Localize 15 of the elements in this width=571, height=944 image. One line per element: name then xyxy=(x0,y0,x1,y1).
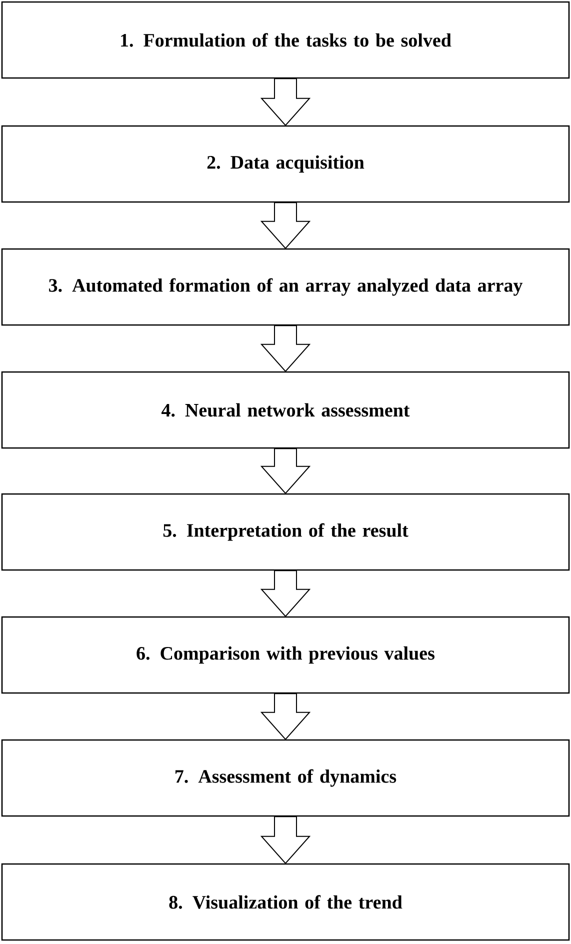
arrow xyxy=(260,78,311,126)
process-box: 4. Neural network assessment xyxy=(1,371,570,449)
arrow xyxy=(260,202,311,250)
arrow xyxy=(260,448,311,494)
arrow xyxy=(260,693,311,740)
arrow xyxy=(260,325,311,372)
process-box: 8. Visualization of the trend xyxy=(1,863,570,941)
process-box: 5. Interpretation of the result xyxy=(1,493,570,571)
arrow xyxy=(260,816,311,864)
arrow xyxy=(260,570,311,618)
process-box: 3. Automated formation of an array analyzed data array xyxy=(1,248,570,326)
process-box: 6. Comparison with previous values xyxy=(1,616,570,694)
process-box: 1. Formulation of the tasks to be solved xyxy=(1,1,570,79)
process-box: 7. Assessment of dynamics xyxy=(1,739,570,817)
process-box: 2. Data acquisition xyxy=(1,125,570,203)
